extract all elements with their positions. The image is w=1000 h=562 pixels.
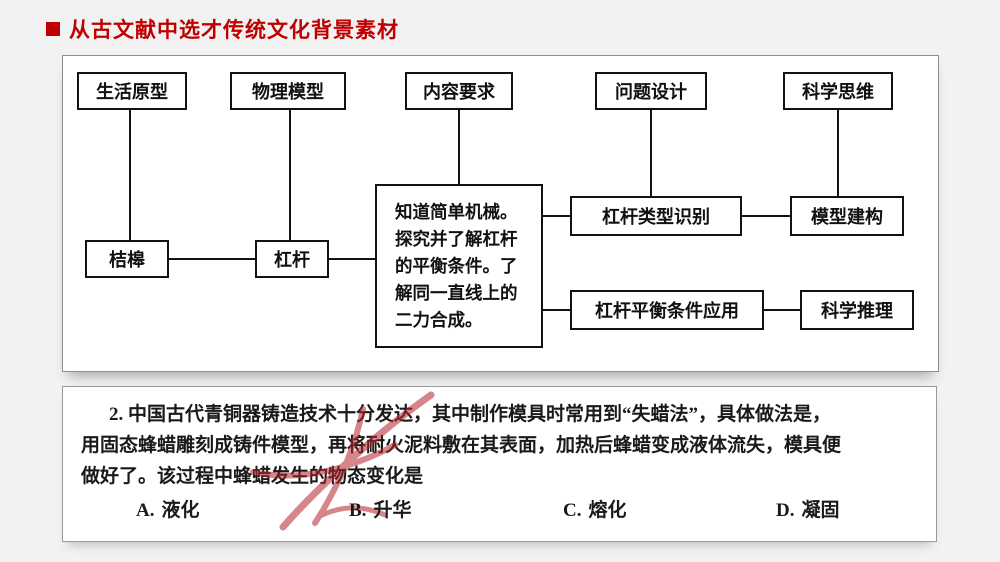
option-a-label: A.: [136, 500, 155, 521]
option-b-text: 升华: [373, 500, 412, 521]
box-lever-balance-application: 杠杆平衡条件应用: [570, 290, 764, 330]
box-life-prototype: 生活原型: [77, 72, 187, 110]
question-panel: 2. 中国古代青铜器铸造技术十分发达，其中制作模具时常用到“失蜡法”，具体做法是…: [62, 386, 937, 542]
option-c: C. 熔化: [563, 495, 627, 526]
box-scientific-reasoning: 科学推理: [800, 290, 914, 330]
question-text-line-2: 用固态蜂蜡雕刻成铸件模型，再将耐火泥料敷在其表面，加热后蜂蜡变成液体流失，模具便: [81, 435, 842, 456]
answer-options-row: A. 液化 B. 升华 C. 熔化 D. 凝固: [81, 495, 918, 529]
option-d-text: 凝固: [801, 500, 840, 521]
diagram-panel: 生活原型 物理模型 内容要求 问题设计 科学思维 桔槔 杠杆 知道简单机械。探究…: [62, 55, 939, 372]
box-content-description: 知道简单机械。探究并了解杠杆的平衡条件。了解同一直线上的二力合成。: [375, 184, 543, 348]
option-b: B. 升华: [349, 495, 411, 526]
box-physical-model: 物理模型: [230, 72, 346, 110]
box-scientific-thinking: 科学思维: [783, 72, 893, 110]
option-b-label: B.: [349, 500, 367, 521]
slide-title-text: 从古文献中选才传统文化背景素材: [69, 19, 399, 42]
red-square-bullet-icon: [46, 22, 60, 36]
option-c-label: C.: [563, 500, 582, 521]
option-a: A. 液化: [136, 495, 200, 526]
option-a-text: 液化: [161, 500, 200, 521]
box-jiegao: 桔槔: [85, 240, 169, 278]
box-question-design: 问题设计: [595, 72, 707, 110]
option-d-label: D.: [776, 500, 795, 521]
option-c-text: 熔化: [588, 500, 627, 521]
option-d: D. 凝固: [776, 495, 840, 526]
box-lever-type-recognition: 杠杆类型识别: [570, 196, 742, 236]
box-model-construction: 模型建构: [790, 196, 904, 236]
question-text-line-1: 2. 中国古代青铜器铸造技术十分发达，其中制作模具时常用到“失蜡法”，具体做法是…: [109, 404, 832, 425]
question-text-line-3: 做好了。该过程中蜂蜡发生的物态变化是: [81, 466, 424, 487]
box-content-requirement: 内容要求: [405, 72, 513, 110]
slide-title: 从古文献中选才传统文化背景素材: [46, 14, 399, 44]
box-lever: 杠杆: [255, 240, 329, 278]
